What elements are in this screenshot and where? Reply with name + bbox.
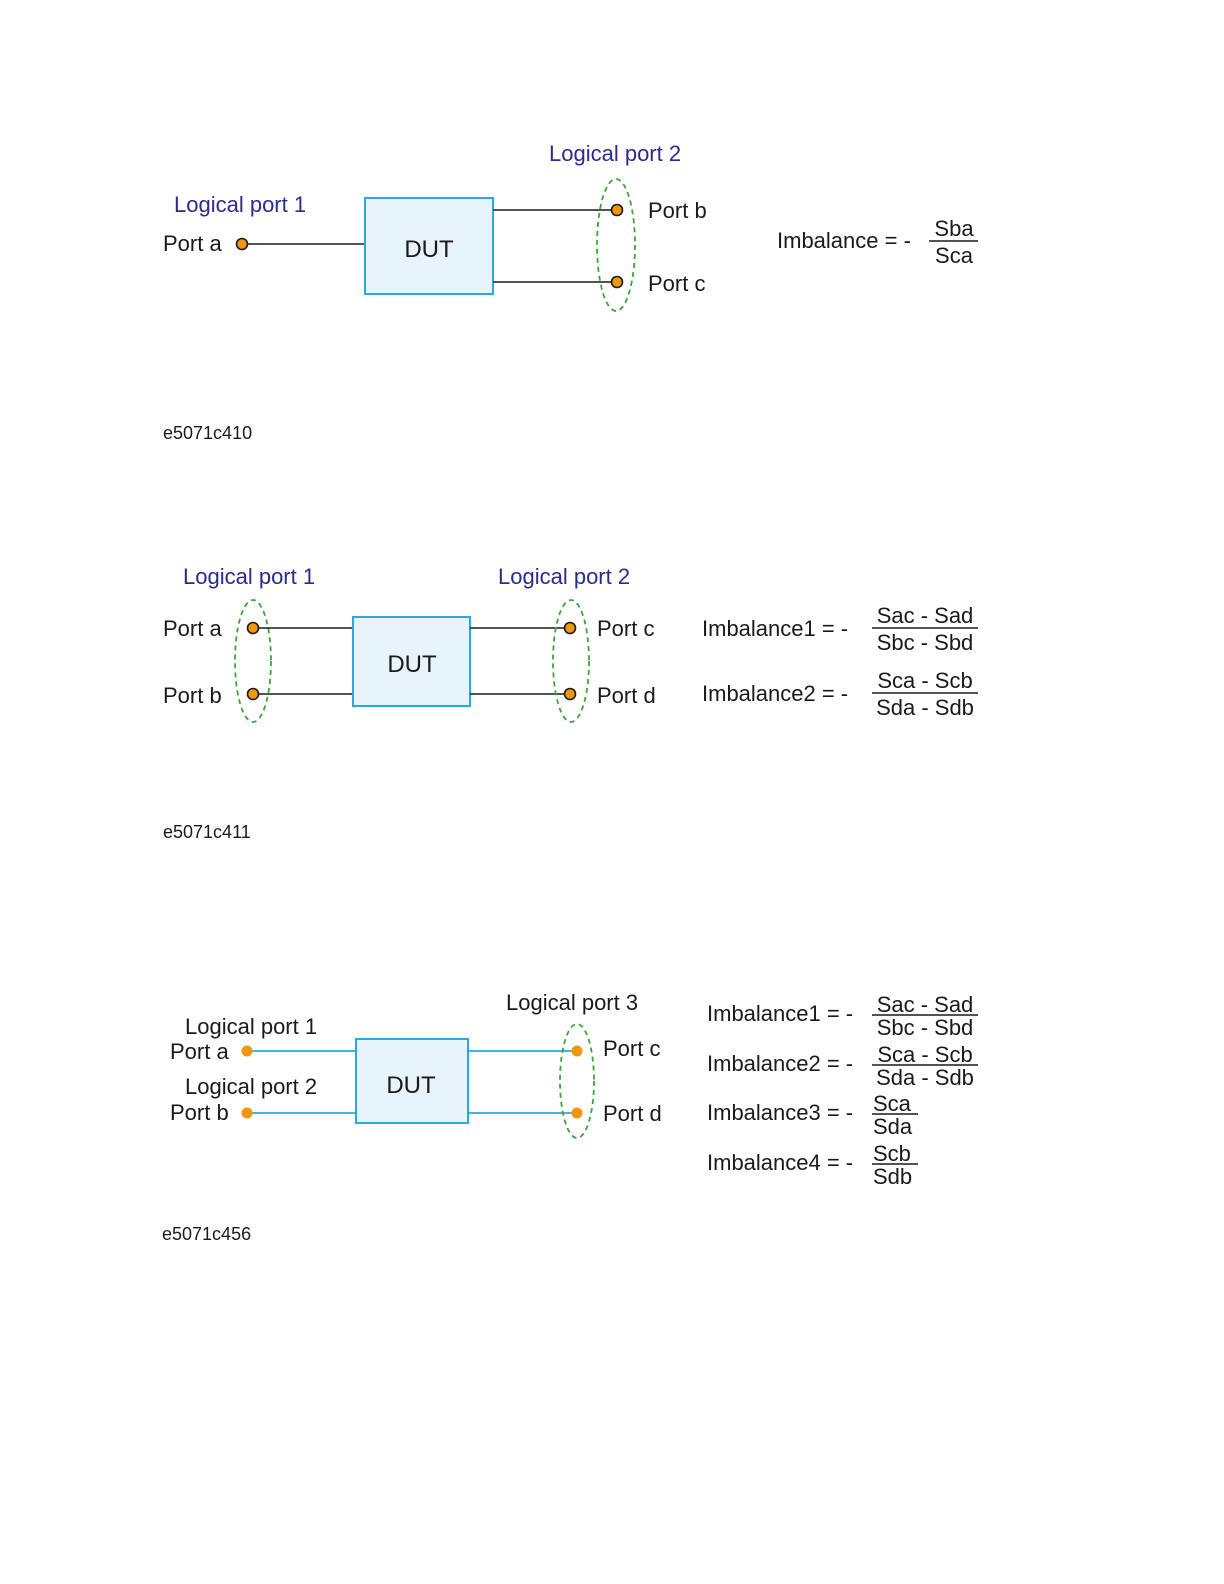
figure3-port-d-terminal-icon — [571, 1107, 583, 1119]
figure3-port-c-terminal-icon — [571, 1045, 583, 1057]
formula-numerator: Sba — [934, 216, 974, 241]
figure1-dut-label: DUT — [404, 236, 454, 263]
formula-denominator: Sda - Sdb — [876, 1065, 974, 1090]
figure1-logical-port-2-label: Logical port 2 — [549, 141, 681, 166]
figure1-imbalance-formula: Imbalance = - Sba Sca — [777, 216, 978, 268]
formula-numerator: Sac - Sad — [877, 603, 974, 628]
formula-label: Imbalance2 = - — [707, 1051, 853, 1076]
figure1-logical-port-1-label: Logical port 1 — [174, 192, 306, 217]
figure1-port-b-label: Port b — [648, 198, 707, 223]
figure1-port-a-label: Port a — [163, 231, 222, 256]
figure3-dut-label: DUT — [386, 1072, 436, 1099]
formula-numerator: Sca — [873, 1091, 912, 1116]
figure3-logical-port-3-group-icon — [559, 1023, 595, 1139]
figure3-imbalance2-formula: Imbalance2 = - Sca - Scb Sda - Sdb — [707, 1042, 978, 1090]
figure2-port-d-terminal-icon — [563, 687, 577, 701]
formula-label: Imbalance = - — [777, 228, 911, 253]
figure3-dut-box — [355, 1038, 469, 1124]
figure3-logical-port-2-label: Logical port 2 — [185, 1074, 317, 1099]
formula-denominator: Sca — [935, 243, 974, 268]
figure2-port-a-terminal-icon — [246, 621, 260, 635]
formula-denominator: Sdb — [873, 1164, 912, 1189]
formula-label: Imbalance1 = - — [702, 616, 848, 641]
formula-denominator: Sda — [873, 1114, 913, 1139]
formula-denominator: Sbc - Sbd — [877, 1015, 974, 1040]
formula-label: Imbalance4 = - — [707, 1150, 853, 1175]
figure3-logical-port-3-label: Logical port 3 — [506, 990, 638, 1015]
figure2-port-a-label: Port a — [163, 616, 222, 641]
figure3-imbalance1-formula: Imbalance1 = - Sac - Sad Sbc - Sbd — [707, 992, 978, 1040]
figure3-port-d-label: Port d — [603, 1101, 662, 1126]
figure2-logical-port-1-label: Logical port 1 — [183, 564, 315, 589]
figure1-caption: e5071c410 — [163, 423, 252, 443]
figure2-caption: e5071c411 — [163, 822, 251, 842]
figure3-port-a-terminal-icon — [241, 1045, 253, 1057]
figure2-imbalance1-formula: Imbalance1 = - Sac - Sad Sbc - Sbd — [702, 603, 978, 655]
figure-1: Logical port 1 Logical port 2 Port a DUT… — [163, 141, 978, 443]
figure2-imbalance2-formula: Imbalance2 = - Sca - Scb Sda - Sdb — [702, 668, 978, 720]
figure1-port-c-label: Port c — [648, 271, 705, 296]
figure1-port-b-terminal-icon — [610, 203, 624, 217]
formula-denominator: Sbc - Sbd — [877, 630, 974, 655]
figure2-logical-port-2-label: Logical port 2 — [498, 564, 630, 589]
figure3-port-a-label: Port a — [170, 1039, 229, 1064]
figure1-logical-port-2-group-icon — [596, 178, 636, 312]
formula-numerator: Sca - Scb — [877, 668, 972, 693]
formula-numerator: Scb — [873, 1141, 911, 1166]
formula-numerator: Sac - Sad — [877, 992, 974, 1017]
figure2-port-b-label: Port b — [163, 683, 222, 708]
figure2-dut-label: DUT — [387, 651, 437, 678]
figure2-dut-box — [352, 616, 471, 707]
figure3-caption: e5071c456 — [162, 1224, 251, 1244]
figure2-logical-port-1-group-icon — [234, 599, 272, 723]
figure2-port-d-label: Port d — [597, 683, 656, 708]
figure2-port-c-label: Port c — [597, 616, 654, 641]
formula-denominator: Sda - Sdb — [876, 695, 974, 720]
figure3-port-c-label: Port c — [603, 1036, 660, 1061]
figure2-port-c-terminal-icon — [563, 621, 577, 635]
formula-label: Imbalance1 = - — [707, 1001, 853, 1026]
formula-numerator: Sca - Scb — [877, 1042, 972, 1067]
figure1-dut-box — [364, 197, 494, 295]
figure2-port-b-terminal-icon — [246, 687, 260, 701]
figure1-port-a-terminal-icon — [235, 237, 249, 251]
figure2-logical-port-2-group-icon — [552, 599, 590, 723]
figure3-imbalance4-formula: Imbalance4 = - Scb Sdb — [707, 1141, 918, 1189]
formula-label: Imbalance3 = - — [707, 1100, 853, 1125]
figure-3: Logical port 1 Port a Logical port 2 Por… — [162, 990, 978, 1244]
figure3-imbalance3-formula: Imbalance3 = - Sca Sda — [707, 1091, 918, 1139]
figure3-port-b-terminal-icon — [241, 1107, 253, 1119]
figure1-port-c-terminal-icon — [610, 275, 624, 289]
figure3-logical-port-1-label: Logical port 1 — [185, 1014, 317, 1039]
figure-2: Logical port 1 Logical port 2 Port a Por… — [163, 564, 978, 842]
formula-label: Imbalance2 = - — [702, 681, 848, 706]
figure3-port-b-label: Port b — [170, 1100, 229, 1125]
